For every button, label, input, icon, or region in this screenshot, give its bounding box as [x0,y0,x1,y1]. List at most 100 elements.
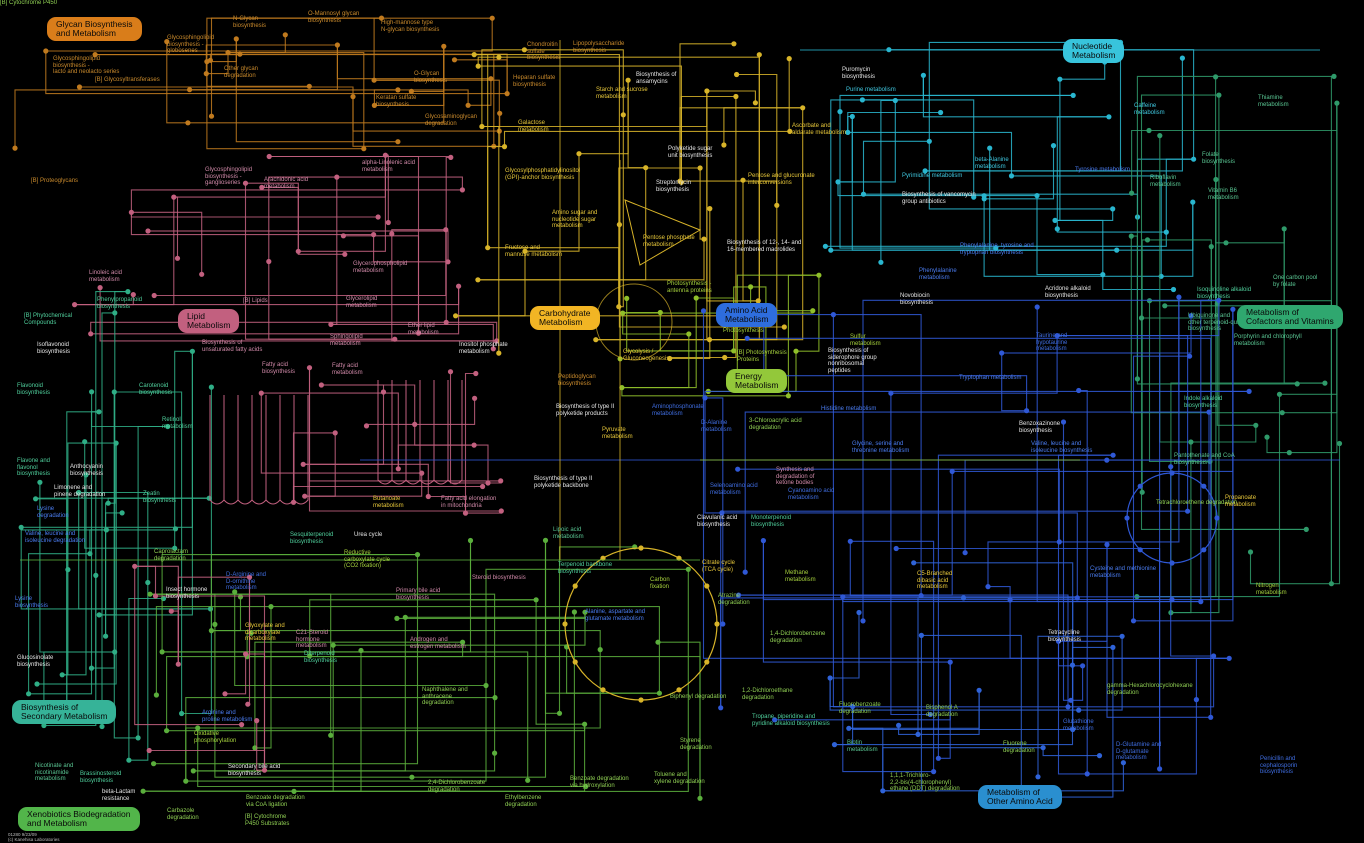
compound-node[interactable] [126,757,132,763]
compound-node[interactable] [911,560,917,566]
pathway-label[interactable]: One carbon pool by folate [1273,275,1318,288]
pathway-label[interactable]: Insect hormone biosynthesis [166,587,208,600]
pathway-label[interactable]: Photosynthesis [723,328,764,334]
pathway-label[interactable]: Galactose metabolism [518,120,549,133]
compound-node[interactable] [1286,450,1292,456]
compound-node[interactable] [1106,114,1112,120]
compound-node[interactable] [254,718,260,724]
pathway-label[interactable]: Linoleic acid metabolism [89,270,123,283]
compound-node[interactable] [151,292,157,299]
compound-node[interactable] [971,194,977,200]
compound-node[interactable] [522,248,528,254]
pathway-label[interactable]: Phenylalanine, tyrosine and tryptophan b… [960,243,1034,256]
pathway-label[interactable]: Secondary bile acid biosynthesis [228,764,281,777]
compound-node[interactable] [810,308,816,314]
compound-node[interactable] [1110,452,1116,458]
pathway-label[interactable]: [B] Glycosyltransferases [95,77,160,83]
compound-node[interactable] [624,295,630,301]
compound-node[interactable] [473,370,479,377]
tca-node[interactable] [638,545,644,551]
compound-node[interactable] [425,493,431,500]
pathway-label[interactable]: 3-Chloroacrylic acid degradation [749,418,802,431]
pathway-label[interactable]: Anthocyanin biosynthesis [70,464,104,477]
compound-node[interactable] [1334,100,1340,106]
pathway-label[interactable]: Benzoxazinone biosynthesis [1019,421,1061,434]
compound-node[interactable] [616,222,623,228]
pathway-label[interactable]: Retinol metabolism [162,417,193,430]
compound-node[interactable] [1281,226,1287,232]
category-biosynthesis-of[interactable]: Biosynthesis of Secondary Metabolism [12,700,117,724]
compound-node[interactable] [332,430,338,436]
pathway-label[interactable]: Bisphenol A degradation [926,705,958,718]
pathway-label[interactable]: Phenylpropanoid biosynthesis [97,297,143,310]
pathway-label[interactable]: Alanine, aspartate and glutamate metabol… [585,609,646,622]
pathway-label[interactable]: Naphthalene and anthracene degradation [422,687,468,707]
compound-node[interactable] [111,389,117,395]
compound-node[interactable] [1213,74,1219,80]
pathway-label[interactable]: Sulfur metabolism [850,334,881,347]
compound-node[interactable] [846,725,852,731]
compound-node[interactable] [246,574,253,580]
compound-node[interactable] [1188,313,1194,319]
compound-node[interactable] [700,308,707,314]
compound-node[interactable] [1074,595,1080,601]
compound-node[interactable] [781,324,787,330]
compound-node[interactable] [445,259,451,265]
pathway-label[interactable]: [B] Phytochemical Compounds [24,313,73,326]
compound-node[interactable] [402,614,408,620]
compound-node[interactable] [460,639,466,645]
pathway-label[interactable]: Glycosylphosphatidylinositol (GPI)-ancho… [505,168,581,181]
compound-node[interactable] [395,466,401,472]
compound-node[interactable] [686,331,692,337]
compound-node[interactable] [774,202,780,208]
compound-node[interactable] [483,682,489,689]
compound-node[interactable] [719,510,725,516]
compound-node[interactable] [1096,753,1103,759]
compound-node[interactable] [597,647,603,653]
compound-node[interactable] [443,227,449,233]
compound-node[interactable] [472,395,478,401]
compound-node[interactable] [787,128,793,134]
compound-node[interactable] [261,767,268,773]
pathway-label[interactable]: Tryptophan metabolism [959,375,1022,381]
compound-node[interactable] [816,272,822,278]
tca-node[interactable] [600,687,606,693]
compound-node[interactable] [949,468,955,474]
compound-node[interactable] [222,691,228,697]
pathway-label[interactable]: Biosynthesis of type II polyketide produ… [556,404,615,417]
compound-node[interactable] [334,42,340,48]
compound-node[interactable] [96,409,102,415]
compound-node[interactable] [888,390,894,396]
compound-node[interactable] [1276,391,1283,397]
category-xenobiotics-biodegradation[interactable]: Xenobiotics Biodegradation and Metabolis… [18,807,140,831]
pathway-label[interactable]: C5-Branched dibasic acid metabolism [917,571,953,591]
pathway-label[interactable]: Pentose phosphate metabolism [643,235,695,248]
compound-node[interactable] [827,675,833,681]
compound-node[interactable] [175,661,181,667]
category-energy[interactable]: Energy Metabolism [726,369,788,393]
pathway-label[interactable]: Zeatin biosynthesis [143,491,177,504]
compound-node[interactable] [1208,714,1214,720]
compound-node[interactable] [492,750,498,756]
compound-node[interactable] [582,609,588,615]
compound-node[interactable] [475,63,481,69]
compound-node[interactable] [1206,409,1212,415]
pathway-label[interactable]: Biosynthesis of 12-, 14- and 16-membered… [727,240,802,253]
pathway-label[interactable]: Valine, leucine and isoleucine biosynthe… [1031,441,1093,454]
compound-node[interactable] [831,742,838,748]
compound-node[interactable] [734,71,740,78]
compound-node[interactable] [146,747,152,754]
compound-node[interactable] [1185,508,1191,514]
compound-node[interactable] [151,761,157,767]
compound-node[interactable] [542,537,549,544]
compound-node[interactable] [113,440,119,446]
compound-node[interactable] [915,731,921,738]
compound-node[interactable] [981,193,987,199]
compound-node[interactable] [840,594,846,600]
compound-node[interactable] [1213,176,1219,183]
compound-node[interactable] [1130,618,1137,624]
compound-node[interactable] [342,251,348,257]
compound-node[interactable] [1138,315,1145,321]
compound-node[interactable] [492,695,498,701]
compound-node[interactable] [556,710,563,716]
